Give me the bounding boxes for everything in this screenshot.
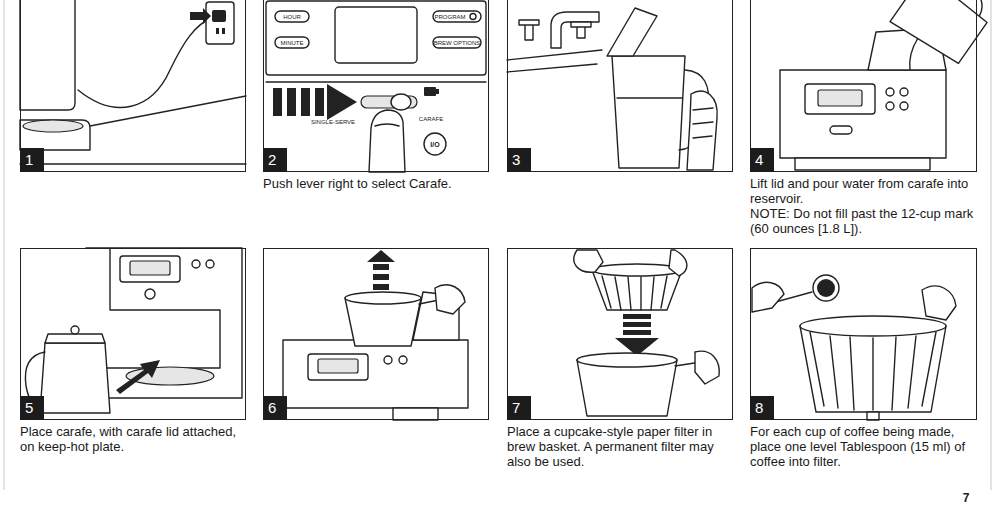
- step-panel: 5Place carafe, with carafe lid attached,…: [20, 248, 246, 420]
- add-coffee-illustration: [752, 275, 956, 420]
- page-number: 7: [963, 492, 970, 504]
- caption-text: Place a cupcake-style paper filter in br…: [507, 424, 739, 469]
- page-frame: [991, 0, 992, 490]
- page-frame: [4, 0, 5, 490]
- step-caption: Push lever right to select Carafe.: [263, 176, 495, 191]
- step-caption: For each cup of coffee being made, place…: [750, 424, 982, 469]
- button-label: HOUR: [283, 14, 301, 20]
- caption-text: Push lever right to select Carafe.: [263, 176, 495, 191]
- button-label: BREW OPTIONS: [434, 40, 481, 46]
- caption-text: NOTE: Do not fill past the 12-cup mark (…: [750, 206, 982, 236]
- caption-text: For each cup of coffee being made, place…: [750, 424, 982, 469]
- caption-text: Place carafe, with carafe lid attached, …: [20, 424, 252, 454]
- step-panel: 8For each cup of coffee being made, plac…: [750, 248, 977, 420]
- fill-carafe-illustration: [507, 8, 717, 170]
- step-number: 2: [263, 148, 287, 172]
- step-number: 5: [20, 396, 44, 420]
- step-number: 4: [750, 148, 774, 172]
- button-label: I/O: [430, 141, 439, 148]
- step-number: 3: [507, 148, 531, 172]
- step-panel: 2Push lever right to select Carafe.: [263, 0, 489, 172]
- pour-water-illustration: [780, 0, 996, 170]
- remove-basket-illustration: [283, 250, 468, 420]
- step-panel: 1: [20, 0, 246, 172]
- step-panel: 6: [263, 248, 489, 420]
- step-number: 8: [750, 396, 774, 420]
- place-filter-illustration: [574, 250, 719, 416]
- step-panel: 4Lift lid and pour water from carafe int…: [750, 0, 977, 172]
- step-caption: Place carafe, with carafe lid attached, …: [20, 424, 252, 454]
- step-number: 1: [20, 148, 44, 172]
- step-panel: 3: [507, 0, 733, 172]
- control-panel-illustration: [266, 1, 486, 172]
- step-panel: 7Place a cupcake-style paper filter in b…: [507, 248, 733, 420]
- step-number: 6: [263, 396, 287, 420]
- step-caption: Lift lid and pour water from carafe into…: [750, 176, 982, 236]
- plug-in-illustration: [20, 0, 246, 164]
- step-caption: Place a cupcake-style paper filter in br…: [507, 424, 739, 469]
- step-number: 7: [507, 396, 531, 420]
- caption-text: Lift lid and pour water from carafe into…: [750, 176, 982, 206]
- button-label: PROGRAM: [434, 14, 465, 20]
- button-label: SINGLE-SERVE: [311, 119, 355, 125]
- button-label: MINUTE: [281, 40, 304, 46]
- place-carafe-illustration: [25, 248, 242, 413]
- button-label: CARAFE: [419, 116, 443, 122]
